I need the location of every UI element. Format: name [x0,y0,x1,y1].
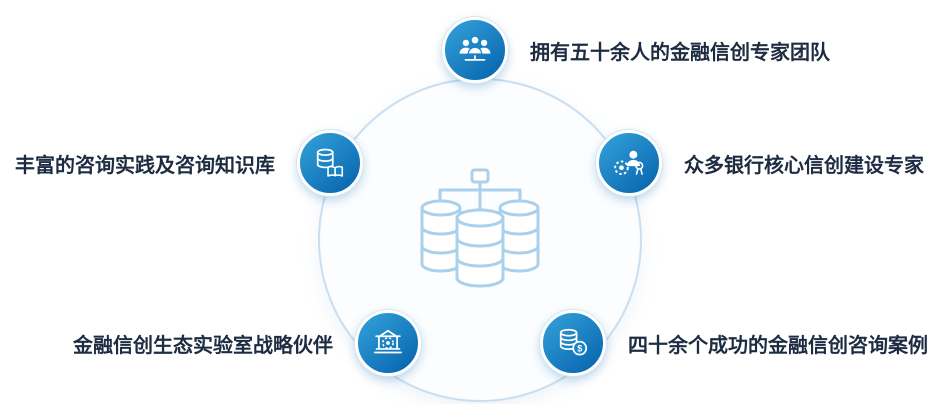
feature-item-bank-core-experts: 众多银行核心信创建设专家 [596,130,924,196]
feature-item-knowledge-base: 丰富的咨询实践及咨询知识库 [15,130,363,196]
feature-item-lab-partner: 金融信创生态实验室战略伙伴 [73,310,421,376]
feature-label: 金融信创生态实验室战略伙伴 [73,334,333,357]
team-icon [459,35,491,61]
lab-partner-node [355,310,421,376]
expert-team-node [442,17,508,83]
success-cases-node: $ [540,310,606,376]
feature-label: 丰富的咨询实践及咨询知识库 [15,154,275,177]
bank-core-experts-node [596,130,662,196]
coin-stack-icon: $ [559,328,588,356]
database-cluster-icon [420,168,540,288]
bank-gear-icon [374,329,402,354]
feature-label: 众多银行核心信创建设专家 [684,154,924,177]
feature-label: 四十余个成功的金融信创咨询案例 [628,334,928,357]
feature-label: 拥有五十余人的金融信创专家团队 [530,41,830,64]
database-book-icon [316,148,344,177]
expert-badge-gear-icon [614,150,644,176]
feature-item-success-cases: $ 四十余个成功的金融信创咨询案例 [540,310,928,376]
dollar-symbol: $ [577,344,582,354]
knowledge-base-node [297,130,363,196]
feature-item-expert-team: 拥有五十余人的金融信创专家团队 [442,17,830,83]
